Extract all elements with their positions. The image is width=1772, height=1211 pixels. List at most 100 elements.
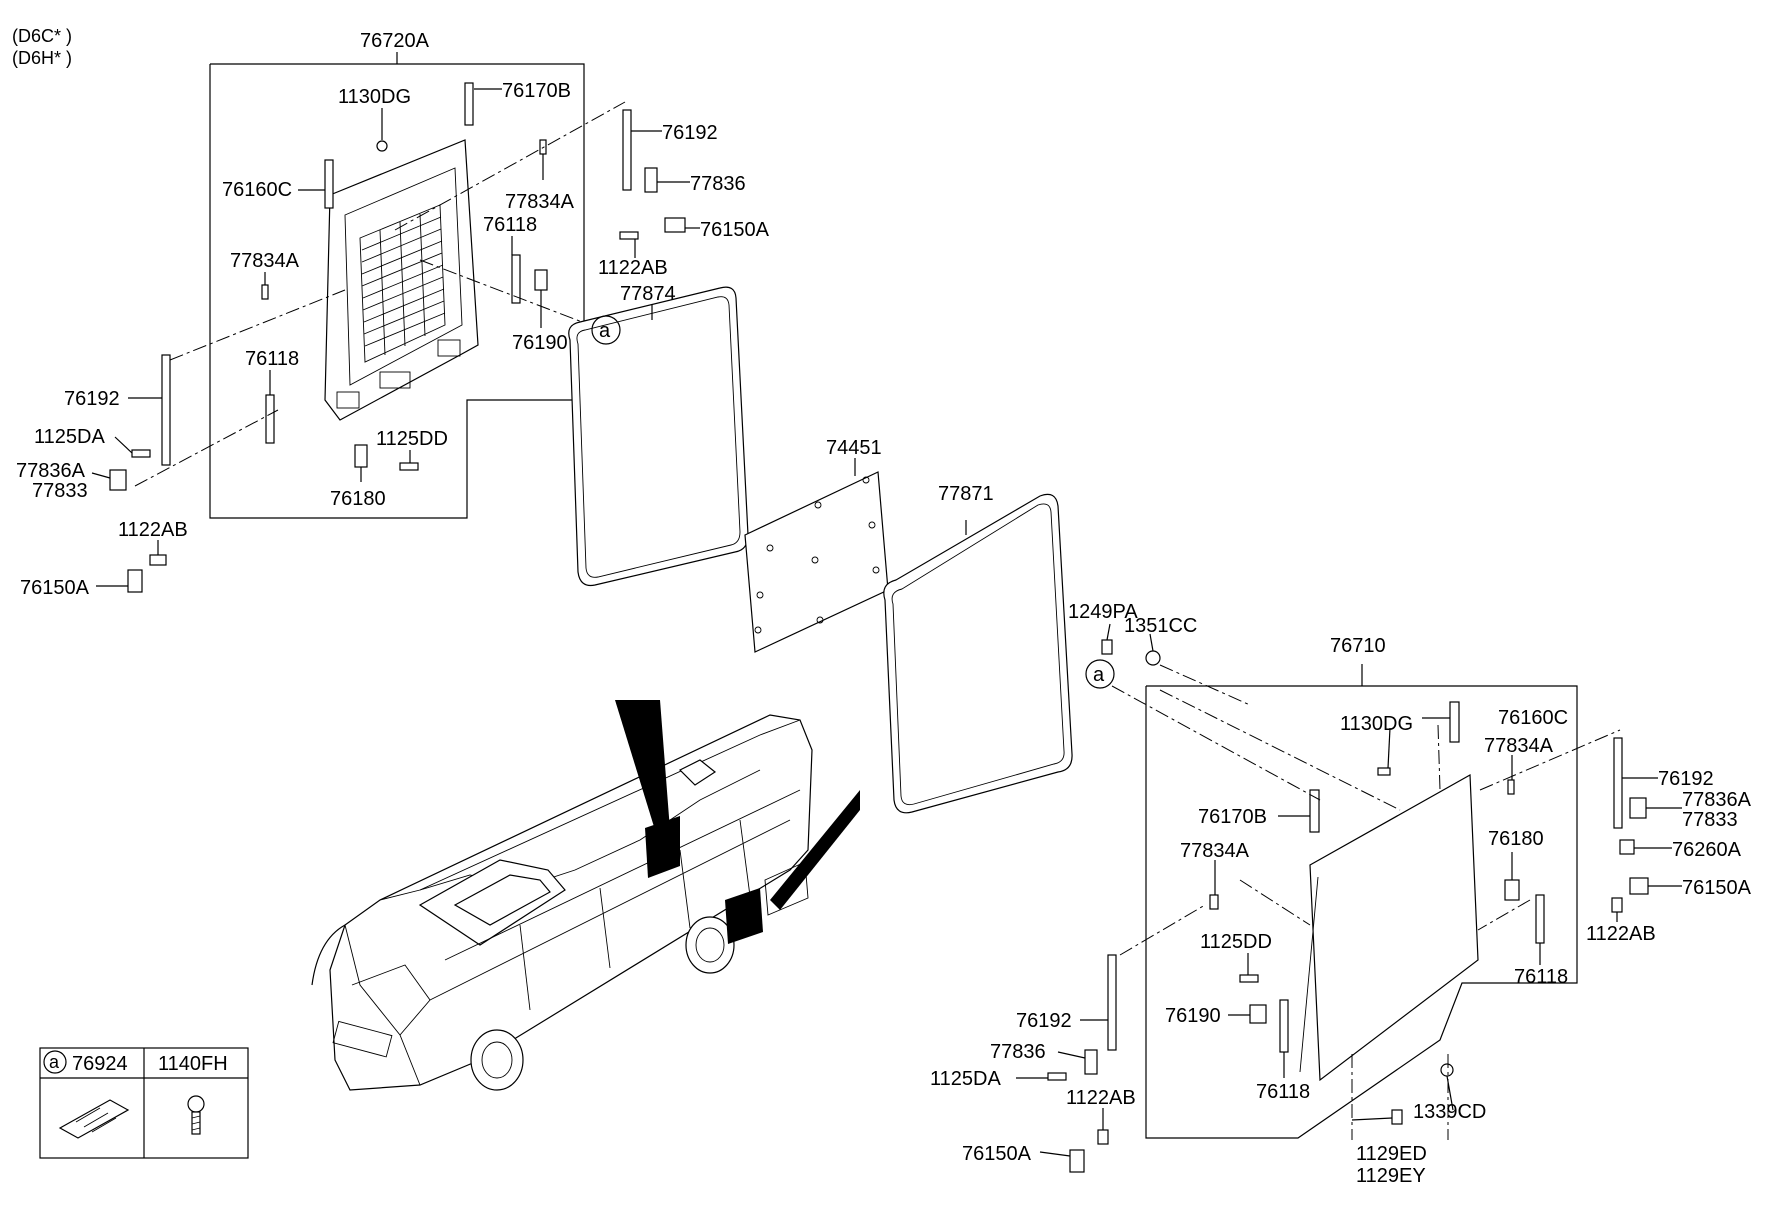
label-lower-left-1125da: 1125DA — [930, 1068, 1001, 1090]
callout-a-upper-text: a — [599, 320, 611, 342]
label-lower-76118-left: 76118 — [1256, 1081, 1310, 1103]
label-panel-74451: 74451 — [826, 437, 882, 459]
label-lower-1130dg: 1130DG — [1340, 713, 1413, 735]
bracket-77836-lower — [1084, 1049, 1098, 1075]
callout-a-lower-text: a — [1093, 664, 1105, 686]
bus-stripe-block-upper — [645, 816, 680, 878]
bus-highlight-lower — [725, 790, 860, 944]
label-lower-76160c: 76160C — [1498, 707, 1568, 729]
upper-stopper-77834a-left — [261, 284, 269, 300]
bracket-77836a-lower — [1629, 797, 1647, 819]
seal-77871 — [883, 493, 1073, 814]
lower-side-parts: 76192 77836A 77833 76260A 76150A 1122AB … — [930, 737, 1752, 1187]
bracket-76150a-left — [127, 569, 143, 593]
bus-grille — [332, 1020, 393, 1058]
callout-a-upper — [591, 315, 621, 345]
variant-d6c: (D6C* ) — [12, 26, 72, 46]
gas-spring-76192-upper-left — [161, 354, 171, 466]
seal-77874 — [568, 286, 749, 587]
label-seal-77874: 77874 — [620, 283, 676, 305]
label-seal-77871: 77871 — [938, 483, 994, 505]
label-bolt-1129ed: 1129ED — [1356, 1143, 1427, 1165]
legend-col-76924: 76924 — [72, 1053, 128, 1075]
bus-highlight-upper — [615, 700, 680, 878]
upper-door-panel — [324, 139, 479, 421]
label-upper-right-76192: 76192 — [662, 122, 718, 144]
label-lower-77834a-right: 77834A — [1484, 735, 1554, 757]
label-lower-right-1122ab: 1122AB — [1586, 923, 1656, 945]
lower-latch-76190 — [1249, 1004, 1267, 1024]
label-upper-1130dg: 1130DG — [338, 86, 411, 108]
label-lower-1339cd: 1339CD — [1413, 1101, 1486, 1123]
upper-hinge-76170b — [464, 82, 474, 126]
panel-74451 — [744, 471, 889, 653]
legend-table: a 76924 1140FH — [39, 1047, 249, 1159]
legend-col-1140fh: 1140FH — [158, 1053, 228, 1075]
upper-hinge-76160c — [324, 159, 334, 209]
label-upper-left-1122ab: 1122AB — [118, 519, 188, 541]
lower-stopper-77834a-left — [1209, 894, 1219, 910]
bus-front-wheel — [470, 1029, 524, 1091]
lower-hinge-76118-left — [1279, 999, 1289, 1053]
bracket-77836-upper — [644, 167, 658, 193]
label-upper-left-77836a: 77836A — [16, 460, 86, 482]
bolt-1122ab-lower-left — [1097, 1129, 1109, 1145]
label-lower-left-77836: 77836 — [990, 1041, 1046, 1063]
lower-stopper-77834a-right — [1507, 779, 1515, 795]
bolt-1249pa — [1101, 639, 1113, 655]
bolt-1122ab-lower-right — [1611, 897, 1623, 913]
lower-latch-76180 — [1504, 879, 1520, 901]
upper-stopper-77834a-right — [539, 139, 547, 155]
label-upper-right-76150a: 76150A — [700, 219, 770, 241]
label-upper-right-1122ab: 1122AB — [598, 257, 668, 279]
label-upper-left-76192: 76192 — [64, 388, 120, 410]
label-upper-76118-right: 76118 — [483, 214, 537, 236]
bolt-1122ab-upper — [619, 231, 639, 240]
label-upper-left-76150a: 76150A — [20, 577, 90, 599]
label-lower-right-76192: 76192 — [1658, 768, 1714, 790]
label-lower-76118-right: 76118 — [1514, 966, 1568, 988]
upper-hinge-76118-left — [265, 394, 275, 444]
lower-hinge-76118-right — [1535, 894, 1545, 944]
label-washer-1351cc: 1351CC — [1124, 615, 1197, 637]
gas-spring-76192-lower-right — [1613, 737, 1623, 829]
lower-bolt-1339cd — [1440, 1063, 1454, 1077]
upper-assembly-title: 76720A — [360, 30, 430, 52]
upper-assembly: 76720A — [134, 30, 626, 519]
label-upper-1125dd: 1125DD — [376, 428, 448, 450]
bolt-1122ab-left — [149, 554, 167, 566]
label-lower-76170b: 76170B — [1198, 806, 1267, 828]
cap-76260a — [1619, 839, 1635, 855]
gas-spring-76192-upper-right — [622, 109, 632, 191]
upper-assembly-frame — [209, 63, 585, 519]
bracket-76150a-lower-right — [1629, 877, 1649, 895]
bus-rear-wheel — [685, 916, 735, 974]
bus-illustration — [311, 700, 860, 1091]
upper-bolt-1125dd — [399, 462, 419, 471]
lower-assembly-title: 76710 — [1330, 635, 1386, 657]
bus-roof-hatch — [678, 759, 717, 786]
bracket-77836a-upper — [109, 469, 127, 491]
gas-spring-76192-lower-left — [1107, 954, 1117, 1051]
upper-side-parts: 76192 77836 76150A 1122AB 77874 a 76192 … — [16, 109, 770, 599]
lower-door-panel — [1309, 773, 1479, 1082]
label-lower-right-76260a: 76260A — [1672, 839, 1742, 861]
label-lower-1125dd: 1125DD — [1200, 931, 1272, 953]
upper-latch-76190 — [534, 269, 548, 291]
label-lower-right-77833: 77833 — [1682, 809, 1738, 831]
label-upper-76190: 76190 — [512, 332, 568, 354]
label-upper-right-77836: 77836 — [690, 173, 746, 195]
lower-hinge-76160c — [1449, 701, 1460, 743]
label-upper-76118-left: 76118 — [245, 348, 299, 370]
label-lower-right-77836a: 77836A — [1682, 789, 1752, 811]
upper-bolt-1130dg — [376, 140, 388, 152]
label-lower-77834a-left: 77834A — [1180, 840, 1250, 862]
upper-latch-76180 — [354, 444, 368, 468]
lower-hinge-76170b — [1309, 789, 1320, 833]
upper-door-grille — [359, 204, 446, 363]
callout-a-lower — [1085, 659, 1115, 689]
label-upper-76180: 76180 — [330, 488, 386, 510]
label-lower-left-1122ab: 1122AB — [1066, 1087, 1136, 1109]
bolt-1125da-upper — [131, 449, 151, 458]
